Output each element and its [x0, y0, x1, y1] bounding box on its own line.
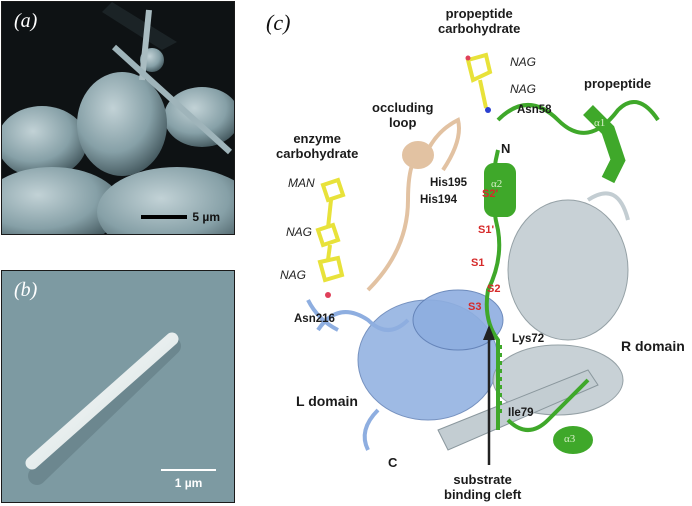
scale-bar-a: 5 µm	[141, 210, 220, 224]
helix-alpha3: α3	[564, 433, 576, 445]
substrate-cleft-line1: substrate	[453, 472, 512, 487]
scale-bar-a-text: 5 µm	[192, 210, 220, 224]
sem-crystal-illustration	[2, 271, 234, 502]
propeptide-carbohydrate-label: propeptide carbohydrate	[438, 6, 520, 36]
l-domain-cartoon	[306, 289, 504, 451]
enzyme-carbohydrate-label: enzyme carbohydrate	[276, 131, 358, 161]
enzyme-carbohydrate-sticks	[315, 177, 346, 298]
c-terminus-label: C	[388, 455, 398, 470]
enzyme-carbohydrate-line2: carbohydrate	[276, 146, 359, 161]
panel-b-sem-image: (b) 1 µm	[1, 270, 235, 503]
scale-bar-line	[141, 215, 188, 219]
occluding-loop-label: occluding loop	[372, 100, 433, 130]
helix-alpha1: α1	[594, 117, 606, 129]
scale-bar-b-text: 1 µm	[174, 476, 203, 490]
sugar-nag-1: NAG	[510, 55, 537, 69]
substrate-binding-cleft-label: substrate binding cleft	[444, 472, 521, 502]
residue-his194: His194	[420, 194, 458, 206]
subsite-s1-prime: S1'	[478, 224, 495, 236]
subsite-s2-prime: S2'	[482, 188, 499, 200]
propeptide-label: propeptide	[584, 76, 652, 91]
n-terminus-label: N	[501, 141, 511, 156]
helix-alpha2: α2	[491, 178, 503, 190]
panel-a-label: (a)	[14, 10, 38, 32]
sugar-nag-2: NAG	[510, 82, 537, 96]
propeptide-cartoon	[484, 100, 660, 454]
substrate-cleft-line2: binding cleft	[444, 487, 522, 502]
panel-b-label: (b)	[14, 279, 38, 301]
scale-bar-line	[161, 469, 216, 471]
residue-his195: His195	[430, 177, 468, 189]
r-domain-cartoon	[437, 191, 630, 451]
residue-asn58: Asn58	[517, 104, 552, 116]
r-domain-label: R domain	[621, 338, 685, 354]
propeptide-carbohydrate-sticks	[465, 52, 493, 113]
residue-ile79: Ile79	[508, 407, 534, 419]
occluding-loop-line1: occluding	[372, 100, 434, 115]
propeptide-carbohydrate-line1: propeptide	[445, 6, 513, 21]
subsite-s1: S1	[471, 257, 485, 269]
panel-c-protein-structure: (c) propeptide carbohydrate propeptide o…	[258, 0, 692, 506]
enzyme-carbohydrate-line1: enzyme	[293, 131, 342, 146]
l-domain-label: L domain	[296, 393, 358, 409]
substrate-cleft-arrow	[483, 325, 495, 465]
occluding-loop-line2: loop	[388, 115, 417, 130]
subsite-s2: S2	[487, 283, 501, 295]
propeptide-carbohydrate-line2: carbohydrate	[438, 21, 521, 36]
panel-c-label: (c)	[266, 10, 291, 35]
panel-a-sem-image: (a) 5 µm	[1, 1, 235, 235]
protein-cartoon	[306, 52, 660, 465]
sugar-man: MAN	[288, 176, 315, 190]
sem-particles-illustration	[2, 2, 234, 234]
scale-bar-b: 1 µm	[161, 469, 216, 492]
residue-asn216: Asn216	[294, 313, 335, 325]
subsite-s3: S3	[468, 301, 482, 313]
sugar-nag-3: NAG	[286, 225, 313, 239]
occluding-loop-cartoon	[366, 117, 461, 292]
residue-lys72: Lys72	[512, 333, 545, 345]
sugar-nag-4: NAG	[280, 268, 307, 282]
